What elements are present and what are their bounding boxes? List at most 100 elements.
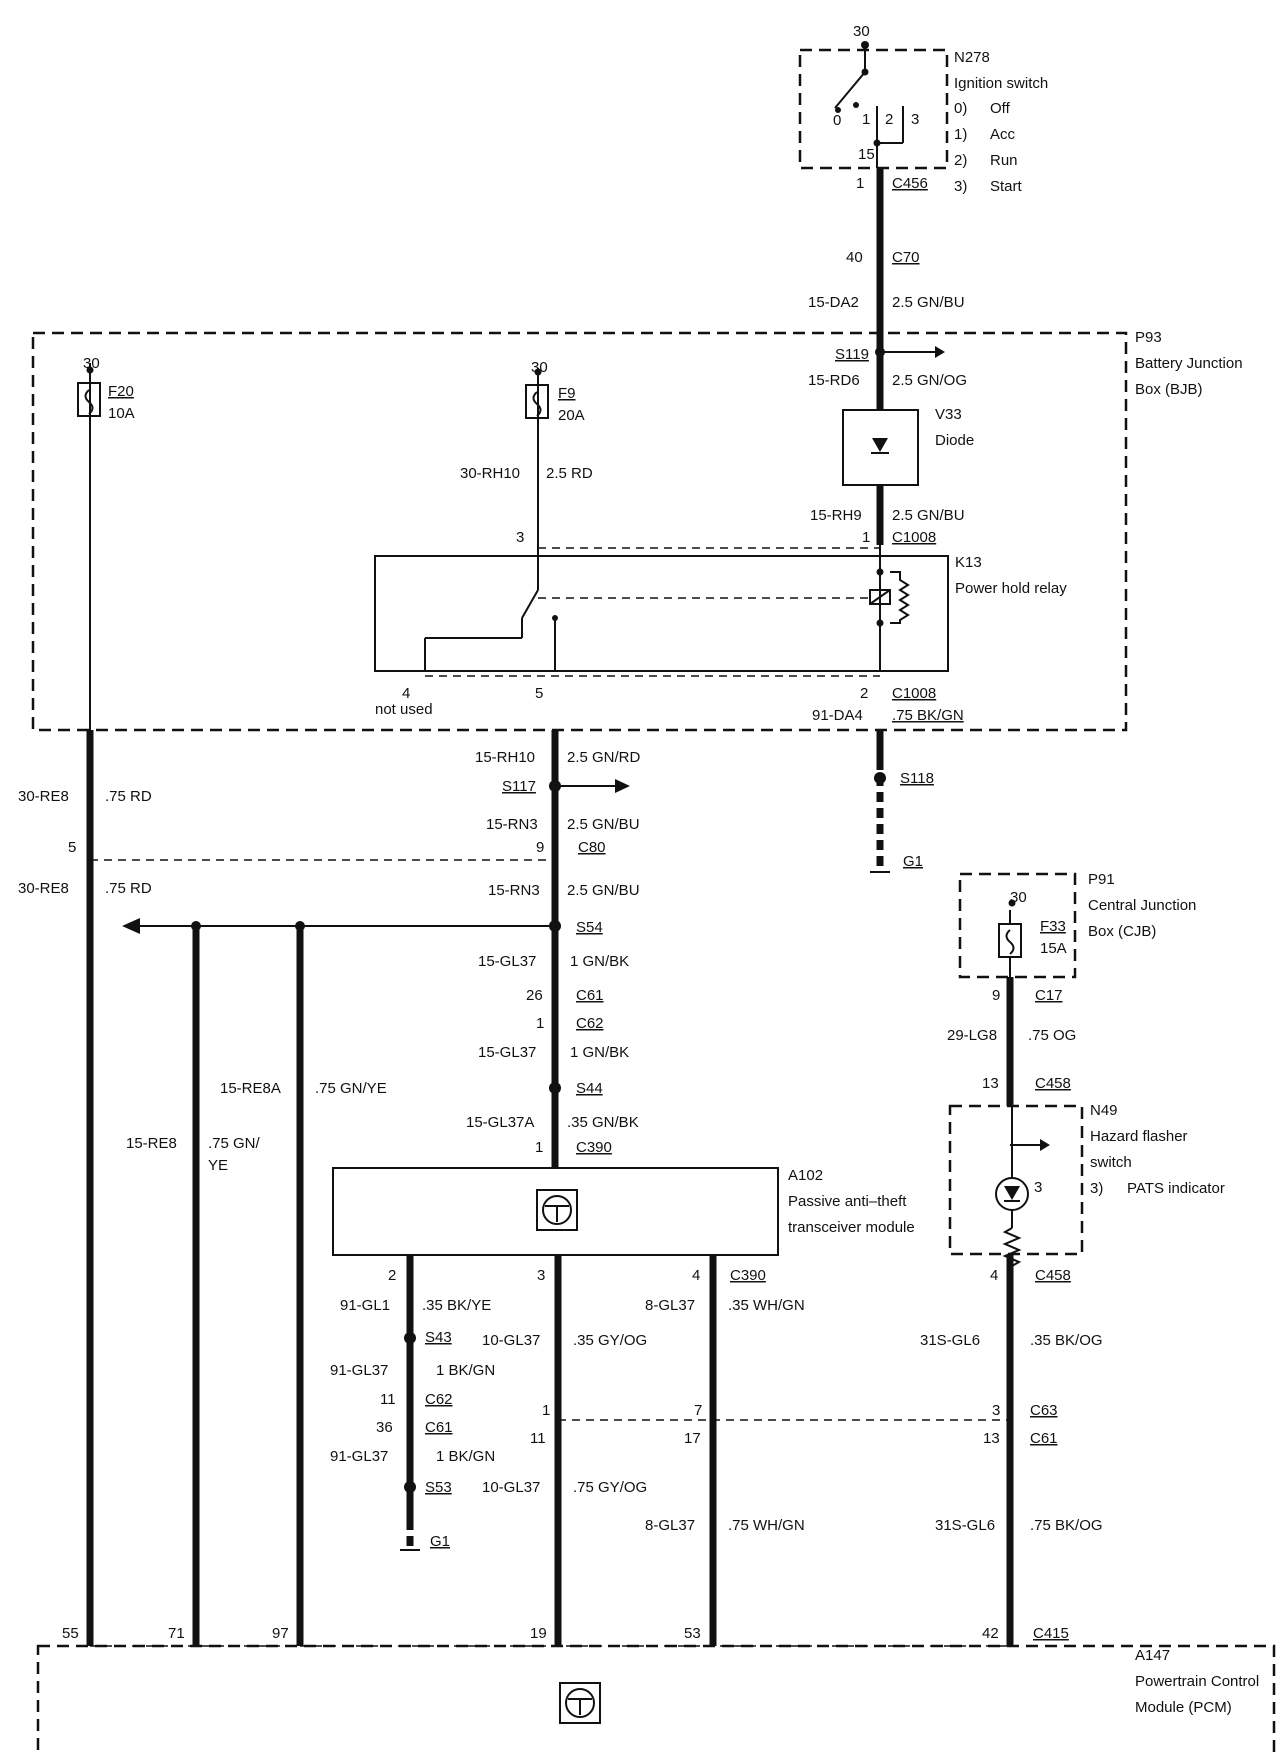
n49-id: N49 <box>1090 1102 1118 1119</box>
splice-dots <box>191 347 1016 1493</box>
c62b-label: C62 <box>425 1391 453 1408</box>
w30re8b-code: 30-RE8 <box>18 880 69 897</box>
w15gl37c-code: 15-GL37A <box>466 1114 534 1131</box>
w8gl37b-code: 8-GL37 <box>645 1517 695 1534</box>
a102-line1: Passive anti–theft <box>788 1193 907 1210</box>
w8gl37a-code: 8-GL37 <box>645 1297 695 1314</box>
connector-dashes <box>90 859 1010 1647</box>
ign-pin30: 30 <box>853 23 870 40</box>
w30re8a-spec: .75 RD <box>105 788 152 805</box>
bjb-id: P93 <box>1135 329 1162 346</box>
c1008bot-pin2: 2 <box>860 685 868 702</box>
a102-id: A102 <box>788 1167 823 1184</box>
w91gl1-code: 91-GL1 <box>340 1297 390 1314</box>
c61a-label: C61 <box>576 987 604 1004</box>
c415-label: C415 <box>1033 1625 1069 1642</box>
c390bot-pin4: 4 <box>692 1267 700 1284</box>
cjb-fuse: F33 <box>1040 918 1066 935</box>
c61b-label: C61 <box>425 1419 453 1436</box>
c61b-pin13: 13 <box>983 1430 1000 1447</box>
f20-id: F20 <box>108 383 134 400</box>
f9-pin: 30 <box>531 359 548 376</box>
v33-id: V33 <box>935 406 962 423</box>
w15da2-code: 15-DA2 <box>808 294 859 311</box>
w30re8a-code: 30-RE8 <box>18 788 69 805</box>
w29lg8-spec: .75 OG <box>1028 1027 1076 1044</box>
w15re8-spec2: YE <box>208 1157 228 1174</box>
c61b-label2: C61 <box>1030 1430 1058 1447</box>
w15rn3b-spec: 2.5 GN/BU <box>567 882 640 899</box>
s118-label: S118 <box>900 770 934 787</box>
a102-line2: transceiver module <box>788 1219 915 1236</box>
w15rh9-spec: 2.5 GN/BU <box>892 507 965 524</box>
ign-p15: 15 <box>858 146 875 163</box>
w15rh10-code: 15-RH10 <box>475 749 535 766</box>
ign-name: Ignition switch <box>954 75 1048 92</box>
s44-label: S44 <box>576 1080 603 1097</box>
c415-p97: 97 <box>272 1625 289 1642</box>
w10gl37a-code: 10-GL37 <box>482 1332 540 1349</box>
pats-module-box <box>332 1167 779 1256</box>
ign-pos3-t: Start <box>990 178 1023 195</box>
g1b-label: G1 <box>430 1533 450 1550</box>
c70-pin: 40 <box>846 249 863 266</box>
splice-arrows <box>122 346 1050 1151</box>
c458a-label: C458 <box>1035 1075 1071 1092</box>
pcm-module-icon <box>559 1682 601 1724</box>
c1008top-label: C1008 <box>892 529 936 546</box>
c62a-pin: 1 <box>536 1015 544 1032</box>
n49-pin3: 3 <box>1034 1179 1042 1196</box>
w31sgl6a-code: 31S-GL6 <box>920 1332 980 1349</box>
w91gl37a-code: 91-GL37 <box>330 1362 388 1379</box>
w91da4-code: 91-DA4 <box>812 707 863 724</box>
w15gl37c-spec: .35 GN/BK <box>567 1114 639 1131</box>
cjb-amp: 15A <box>1040 940 1067 957</box>
c1008bot-label: C1008 <box>892 685 936 702</box>
ign-p0: 0 <box>833 112 841 129</box>
c390top-label: C390 <box>576 1139 612 1156</box>
pcm-box <box>36 1644 1276 1752</box>
w31sgl6b-code: 31S-GL6 <box>935 1517 995 1534</box>
n49-itemname: PATS indicator <box>1127 1180 1225 1197</box>
c63-pin7: 7 <box>694 1402 702 1419</box>
bjb-internal-wires <box>77 363 910 730</box>
c458a-pin: 13 <box>982 1075 999 1092</box>
c1008bot-pin4: 4 <box>402 685 410 702</box>
ign-pos1-t: Acc <box>990 126 1016 143</box>
ign-id: N278 <box>954 49 990 66</box>
ign-pos2-t: Run <box>990 152 1018 169</box>
f9-amp: 20A <box>558 407 585 424</box>
w15rn3b-code: 15-RN3 <box>488 882 540 899</box>
w31sgl6a-spec: .35 BK/OG <box>1030 1332 1103 1349</box>
c456-label: C456 <box>892 175 928 192</box>
pcm-id: A147 <box>1135 1647 1170 1664</box>
f20-pin: 30 <box>83 355 100 372</box>
c1008top-pin3: 3 <box>516 529 524 546</box>
c61b-pin36: 36 <box>376 1419 393 1436</box>
ign-pos3-n: 3) <box>954 178 967 195</box>
w15rn3a-spec: 2.5 GN/BU <box>567 816 640 833</box>
w15gl37a-code: 15-GL37 <box>478 953 536 970</box>
c390bot-pin3: 3 <box>537 1267 545 1284</box>
c63-label: C63 <box>1030 1402 1058 1419</box>
harness-wires <box>86 168 1014 1646</box>
ign-pos1-n: 1) <box>954 126 967 143</box>
w15gl37b-spec: 1 GN/BK <box>570 1044 629 1061</box>
f9-id: F9 <box>558 385 576 402</box>
w91gl1-spec: .35 BK/YE <box>422 1297 491 1314</box>
w29lg8-code: 29-LG8 <box>947 1027 997 1044</box>
w31sgl6b-spec: .75 BK/OG <box>1030 1517 1103 1534</box>
cjb-pin30: 30 <box>1010 889 1027 906</box>
c63-pin3: 3 <box>992 1402 1000 1419</box>
w15rd6-code: 15-RD6 <box>808 372 860 389</box>
c415-p42: 42 <box>982 1625 999 1642</box>
w8gl37a-spec: .35 WH/GN <box>728 1297 805 1314</box>
c80-label: C80 <box>578 839 606 856</box>
c415-p55: 55 <box>62 1625 79 1642</box>
s53-label: S53 <box>425 1479 452 1496</box>
s119-label: S119 <box>835 346 869 363</box>
s117-label: S117 <box>502 778 536 795</box>
k13-name: Power hold relay <box>955 580 1067 597</box>
w15rh10-spec: 2.5 GN/RD <box>567 749 641 766</box>
cjb-line1: Central Junction <box>1088 897 1196 914</box>
